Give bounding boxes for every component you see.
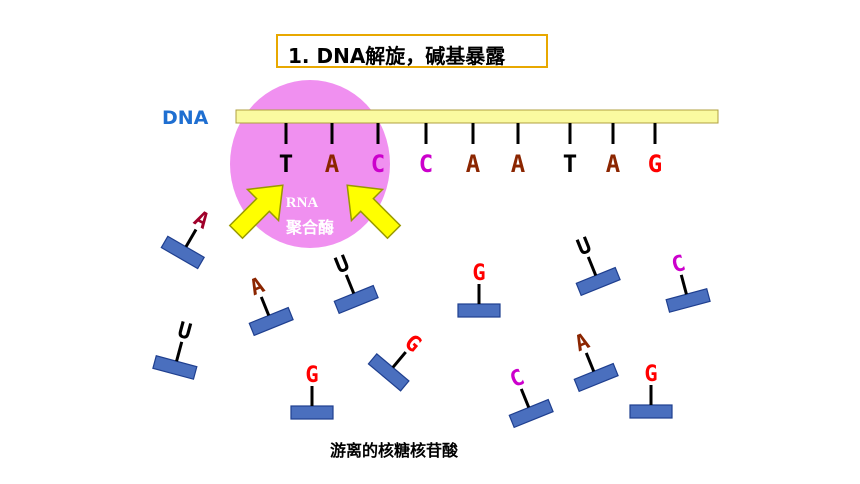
strand-base-letter: A: [606, 150, 621, 178]
ribose-phosphate-block: [248, 306, 294, 337]
enzyme-label-line2: 聚合酶: [285, 218, 334, 237]
nucleotide-base-letter: A: [189, 206, 213, 234]
free-nucleotide: A: [247, 273, 294, 337]
left-arrow-icon: [228, 184, 284, 240]
ribose-phosphate-block: [367, 353, 410, 392]
right-arrow-icon: [346, 184, 402, 240]
free-nucleotide: A: [572, 329, 619, 393]
free-nucleotides: A A U G U C U G G A C G: [152, 206, 711, 429]
strand-base-letter: A: [466, 150, 481, 178]
nucleotide-stem: [586, 256, 598, 276]
free-nucleotide: U: [574, 233, 621, 297]
free-nucleotide: G: [367, 330, 426, 392]
free-nucleotide: C: [507, 365, 554, 429]
dna-strand-backbone: [235, 109, 719, 124]
nucleotide-base-letter: G: [472, 261, 485, 286]
strand-base-letter: G: [648, 150, 662, 178]
nucleotide-stem: [679, 274, 688, 295]
ribose-phosphate-block: [665, 288, 711, 313]
ribose-phosphate-block: [333, 284, 379, 315]
ribose-phosphate-block: [152, 355, 198, 380]
free-nucleotides-caption: 游离的核糖核苷酸: [330, 441, 459, 460]
nucleotide-stem: [175, 341, 184, 362]
free-nucleotide: C: [665, 251, 711, 313]
ribose-phosphate-block: [457, 303, 501, 318]
nucleotide-stem: [519, 388, 531, 408]
ribose-phosphate-block: [290, 405, 334, 420]
strand-base-letter: T: [563, 150, 577, 178]
nucleotide-base-letter: A: [247, 273, 269, 301]
nucleotide-base-letter: C: [669, 251, 688, 279]
nucleotide-stem: [184, 228, 198, 248]
nucleotide-base-letter: G: [644, 362, 657, 387]
nucleotide-stem: [259, 296, 271, 316]
free-nucleotide: G: [629, 362, 673, 419]
nucleotide-stem: [584, 352, 596, 372]
free-nucleotide: U: [332, 251, 379, 315]
nucleotide-base-letter: U: [574, 233, 596, 261]
nucleotide-base-letter: G: [305, 363, 318, 388]
free-nucleotide: U: [152, 318, 198, 380]
nucleotide-base-letter: C: [507, 365, 529, 393]
page-title: 1. DNA解旋，碱基暴露: [288, 44, 506, 68]
free-nucleotide: G: [290, 363, 334, 420]
nucleotide-stem: [344, 274, 356, 294]
nucleotide-stem: [391, 351, 407, 369]
ribose-phosphate-block: [573, 362, 619, 393]
ribose-phosphate-block: [629, 404, 673, 419]
strand-base-letter: A: [511, 150, 526, 178]
free-nucleotide: A: [160, 206, 213, 270]
strand-base-letter: C: [419, 150, 433, 178]
nucleotide-base-letter: A: [572, 329, 594, 357]
title-box: 1. DNA解旋，碱基暴露: [276, 34, 548, 68]
ribose-phosphate-block: [575, 266, 621, 297]
strand-base-letter: T: [279, 150, 293, 178]
strand-base-letter: A: [325, 150, 340, 178]
strand-base-letter: C: [371, 150, 385, 178]
free-nucleotide: G: [457, 261, 501, 318]
enzyme-label-line1: RNA: [286, 195, 319, 211]
ribose-phosphate-block: [508, 398, 554, 429]
ribose-phosphate-block: [160, 235, 206, 270]
dna-label: DNA: [162, 107, 209, 129]
nucleotide-base-letter: U: [332, 251, 354, 279]
nucleotide-base-letter: U: [175, 318, 194, 346]
